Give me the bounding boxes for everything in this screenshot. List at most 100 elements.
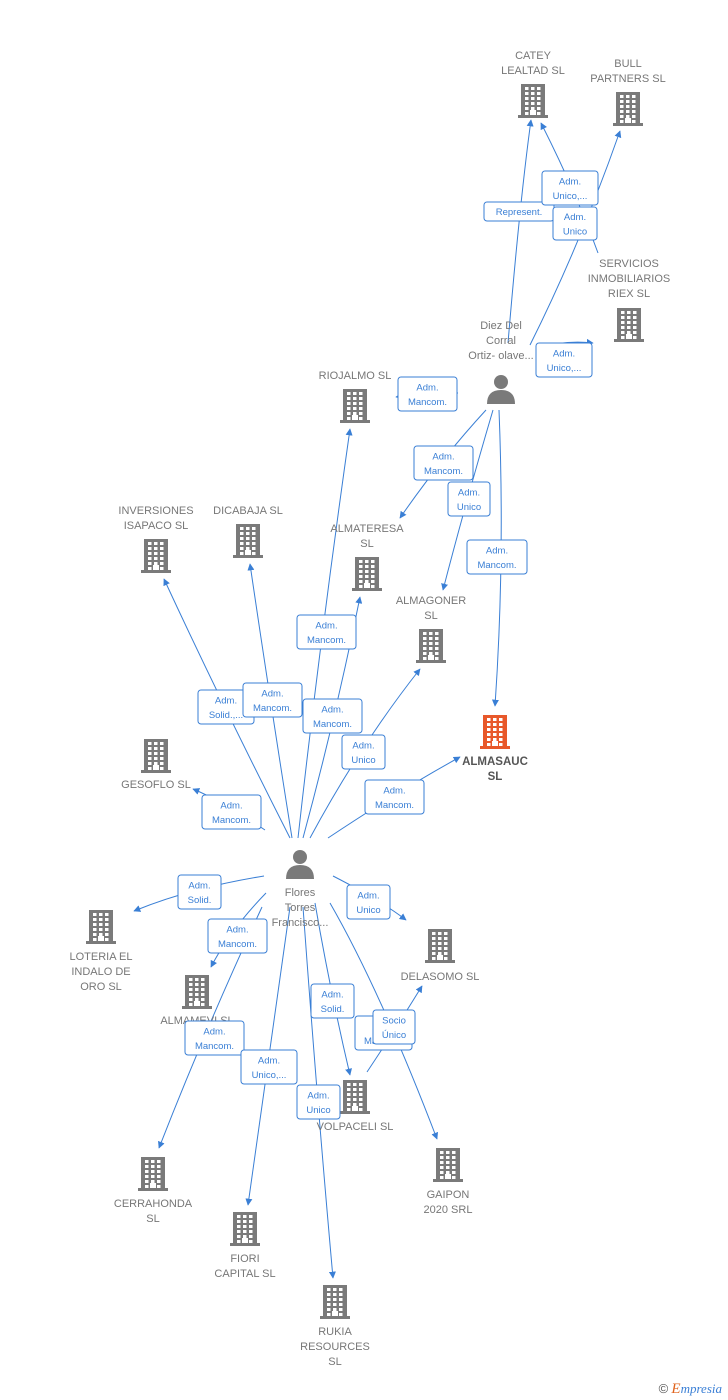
building-window [148,762,152,765]
building-window [252,552,256,555]
edge-label-box [541,170,599,206]
building-window [151,1180,155,1183]
building-door [150,1183,156,1188]
edge-label-flores-rukia[interactable]: Adm.Unico [296,1084,341,1120]
building-door [626,334,632,339]
edge-label-diez-almagoner[interactable]: Adm.Unico [447,481,491,517]
building-icon [138,1157,168,1191]
building-window [148,752,152,755]
building-window [347,1093,351,1096]
building-window [537,97,541,100]
node-flores[interactable]: FloresTorresFrancisco... [272,850,329,929]
building-window [105,918,109,921]
building-window [249,1235,253,1238]
node-label: ISAPACO SL [124,520,189,532]
edge-label-flores-almagoner[interactable]: Adm.Unico [341,734,386,770]
edge-label-text: Adm. [432,451,454,462]
edge-label-text: Mancom. [408,397,447,408]
building-window [201,993,205,996]
building-window [365,575,369,578]
building-window [243,1230,247,1233]
edge-label-diez-almasauc[interactable]: Adm.Mancom. [466,539,528,575]
edge-label-flores-riojalmo[interactable]: Adm.Mancom. [296,614,357,650]
node-almamevi[interactable]: ALMAMEVI SL [160,975,234,1027]
building-window [531,102,535,105]
edge-label-flores-almamevi[interactable]: Adm.Mancom. [207,918,268,954]
edge-label-text: Solid.,... [209,710,243,721]
building-door [153,565,159,570]
edge-label-flores-dicabaja[interactable]: Adm.Mancom. [242,682,303,718]
building-icon [141,539,171,573]
node-label: RESOURCES [300,1341,370,1353]
edge-label-flores-delasomo[interactable]: Adm.Unico [346,884,391,920]
edge-label-flores-cerrahonda[interactable]: Adm.Mancom. [184,1020,245,1056]
node-delasomo[interactable]: DELASOMO SL [401,929,480,983]
edge-label-flores-volpaceli[interactable]: Adm.Solid. [310,983,355,1019]
building-window [440,1176,444,1179]
building-window [359,402,363,405]
building-window [440,1161,444,1164]
node-gesoflo[interactable]: GESOFLO SL [121,739,191,791]
edge-label-flores-fiori[interactable]: Adm.Unico,... [240,1049,298,1085]
building-window [347,412,351,415]
node-label: GAIPON [427,1189,470,1201]
building-window [347,1108,351,1111]
building-window [365,570,369,573]
building-window [499,723,503,726]
node-riojalmo[interactable]: RIOJALMO SL [319,370,392,423]
node-label: LEALTAD SL [501,65,565,77]
edge-label-diez-bull[interactable]: Adm.Unico [552,206,598,241]
edge-label-text: Adm. [321,989,343,1000]
node-label: BULL [614,58,642,70]
building-window [446,1161,450,1164]
building-window [525,102,529,105]
footer-brand[interactable]: © Empresia [659,1381,722,1398]
building-window [359,585,363,588]
building-window [189,1003,193,1006]
building-door [437,955,443,960]
edge-label-diez-riojalmo[interactable]: Adm.Mancom. [397,376,458,412]
edge-label-text: Mancom. [313,719,352,730]
building-window [93,918,97,921]
building-icon [518,84,548,118]
building-window [347,417,351,420]
node-label: SL [360,538,373,550]
building-icon [233,524,263,558]
building-window [93,933,97,936]
edge-label-flores-loteria[interactable]: Adm.Solid. [177,874,222,910]
edge-label-text: Mancom. [477,560,516,571]
edge-label-diez-servicios[interactable]: Adm.Unico,... [535,342,593,378]
building-window [145,1165,149,1168]
node-label: INDALO DE [71,966,130,978]
person-icon [286,850,314,879]
edge-label-flores-gesoflo[interactable]: Adm.Mancom. [201,794,262,830]
building-window [493,738,497,741]
building-window [160,762,164,765]
edge-label-diez-almateresa[interactable]: Adm.Mancom. [413,445,474,481]
node-label: Francisco... [272,917,329,929]
building-window [626,115,630,118]
building-window [435,632,439,635]
edge-label-flores-almateresa[interactable]: Adm.Mancom. [302,698,363,734]
node-volpaceli[interactable]: VOLPACELI SL [317,1080,394,1133]
edge-label-servicios-catey[interactable]: Adm.Unico,... [541,170,599,206]
edge-label-flores-almasauc[interactable]: Adm.Mancom. [364,779,425,815]
edge-label-box [341,734,386,770]
node-label: DELASOMO SL [401,971,480,983]
edge-label-box [302,698,363,734]
node-dicabaja[interactable]: DICABAJA SL [213,505,283,558]
